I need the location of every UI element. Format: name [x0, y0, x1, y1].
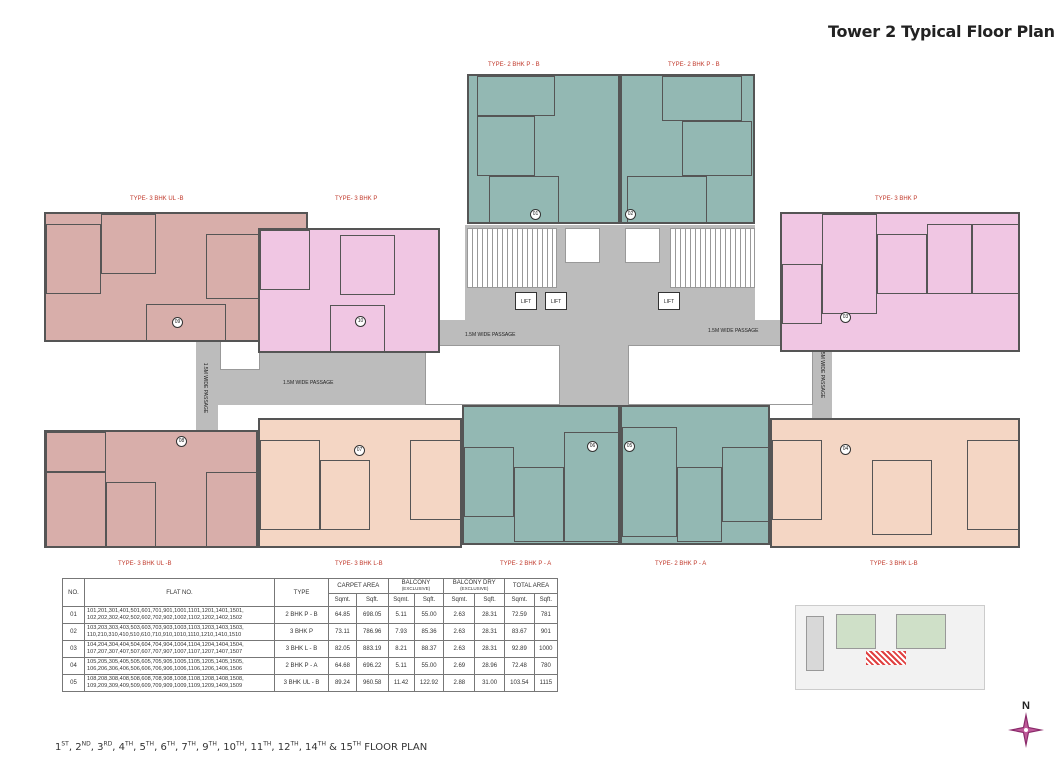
- north-compass: N: [1006, 700, 1046, 760]
- north-label: N: [1022, 700, 1030, 712]
- duct: [625, 228, 660, 263]
- lift: LIFT: [515, 292, 537, 310]
- unit-number: 04: [840, 444, 851, 455]
- passage-label: 1.5M WIDE PASSAGE: [202, 362, 209, 414]
- unit-type-label: TYPE- 2 BHK P - A: [655, 561, 707, 567]
- unit-number: 09: [172, 317, 183, 328]
- unit-type-label: TYPE- 3 BHK P: [875, 196, 918, 202]
- unit-number: 10: [355, 316, 366, 327]
- unit-03: [780, 212, 1020, 352]
- unit-type-label: TYPE- 3 BHK L-B: [870, 561, 918, 567]
- table-header: NO. FLAT NO. TYPE CARPET AREA BALCONY(EX…: [62, 578, 558, 607]
- unit-10: [258, 228, 440, 353]
- unit-type-label: TYPE- 3 BHK L-B: [335, 561, 383, 567]
- area-table: NO. FLAT NO. TYPE CARPET AREA BALCONY(EX…: [62, 578, 559, 692]
- unit-07: [258, 418, 462, 548]
- unit-number: 02: [625, 209, 636, 220]
- floor-plan-caption: 1ST, 2ND, 3RD, 4TH, 5TH, 6TH, 7TH, 9TH, …: [55, 741, 428, 754]
- unit-type-label: TYPE- 2 BHK P - A: [500, 561, 552, 567]
- passage-center: [560, 330, 630, 410]
- unit-type-label: TYPE- 3 BHK UL -B: [130, 196, 184, 202]
- key-plan: [795, 605, 985, 690]
- page-title: Tower 2 Typical Floor Plan: [828, 22, 1055, 41]
- unit-number: 01: [530, 209, 541, 220]
- unit-type-label: TYPE- 3 BHK P: [335, 196, 378, 202]
- unit-type-label: TYPE- 3 BHK UL -B: [118, 561, 172, 567]
- passage-label: 1.5M WIDE PASSAGE: [283, 380, 334, 386]
- staircase: [670, 228, 755, 288]
- floor-plan: LIFT LIFT LIFT 1.5M WIDE PASSAGE 1.5M WI…: [44, 62, 1020, 567]
- lift: LIFT: [545, 292, 567, 310]
- unit-04: [770, 418, 1020, 548]
- unit-number: 06: [587, 441, 598, 452]
- unit-06: [462, 405, 620, 545]
- unit-number: 03: [840, 312, 851, 323]
- unit-02: [620, 74, 755, 224]
- passage-label: 1.5M WIDE PASSAGE: [465, 332, 516, 338]
- unit-08: [44, 430, 258, 548]
- unit-number: 08: [176, 436, 187, 447]
- lift: LIFT: [658, 292, 680, 310]
- unit-number: 07: [354, 445, 365, 456]
- duct: [565, 228, 600, 263]
- unit-type-label: TYPE- 2 BHK P - B: [488, 62, 540, 68]
- passage-label: 1.5M WIDE PASSAGE: [819, 347, 826, 399]
- open-shaft: [425, 345, 560, 405]
- unit-type-label: TYPE- 2 BHK P - B: [668, 62, 720, 68]
- tower-2-highlight: [866, 651, 906, 665]
- passage-vertical-left: [196, 340, 218, 440]
- staircase: [467, 228, 557, 288]
- unit-01: [467, 74, 620, 224]
- unit-05: [620, 405, 770, 545]
- open-shaft: [628, 345, 813, 405]
- unit-number: 05: [624, 441, 635, 452]
- compass-star-icon: [1008, 712, 1044, 748]
- passage-label: 1.5M WIDE PASSAGE: [708, 328, 759, 334]
